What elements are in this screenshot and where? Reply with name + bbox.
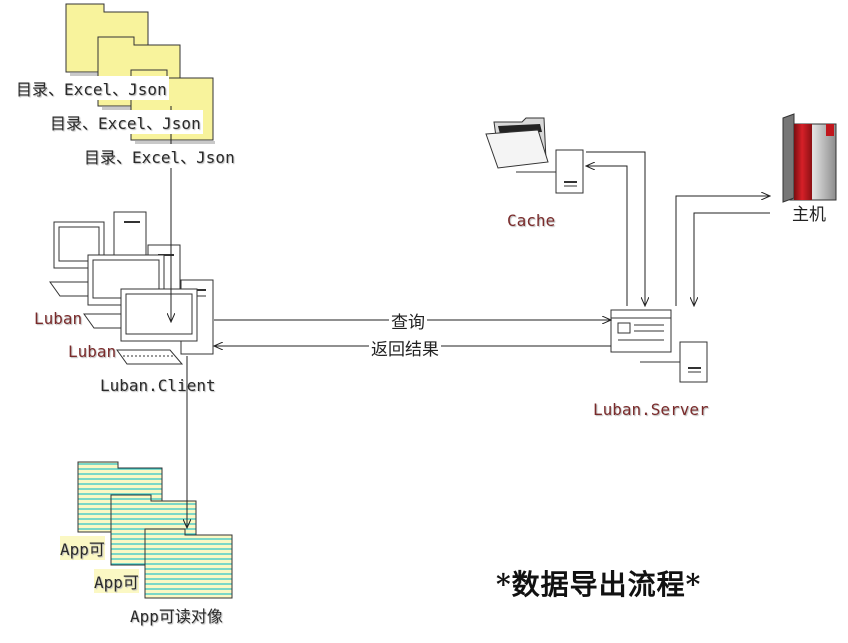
host-to-server-arrow [694,212,770,306]
server-icon [610,309,708,383]
open-folder-icon [485,117,549,169]
server-to-host-arrow [675,196,770,306]
mainframe-icon [782,113,837,203]
client-label-middle: Luban [68,342,117,361]
folder-label-1: 目录、Excel、Json [14,76,169,100]
computer-icon-main [116,279,214,365]
cache-tower-icon [516,149,584,194]
app-label-3: App可读对像 [128,603,225,627]
folder-label-3: 目录、Excel、Json [82,144,237,168]
client-label: Luban.Client [100,376,216,395]
document-icon-3 [144,528,233,599]
client-label-back: Luban [34,309,83,328]
query-label: 查询 [389,308,427,333]
app-label-2: App可 [94,569,139,593]
server-label: Luban.Server [593,400,709,419]
diagram-title: *数据导出流程* [496,568,702,601]
folder-label-2: 目录、Excel、Json [48,110,203,134]
cache-to-server-arrow [586,151,645,306]
return-label: 返回结果 [369,335,441,360]
host-label: 主机 [792,205,826,225]
app-label-1: App可 [60,536,105,560]
cache-label: Cache [507,211,556,230]
server-to-cache-arrow [586,166,628,306]
